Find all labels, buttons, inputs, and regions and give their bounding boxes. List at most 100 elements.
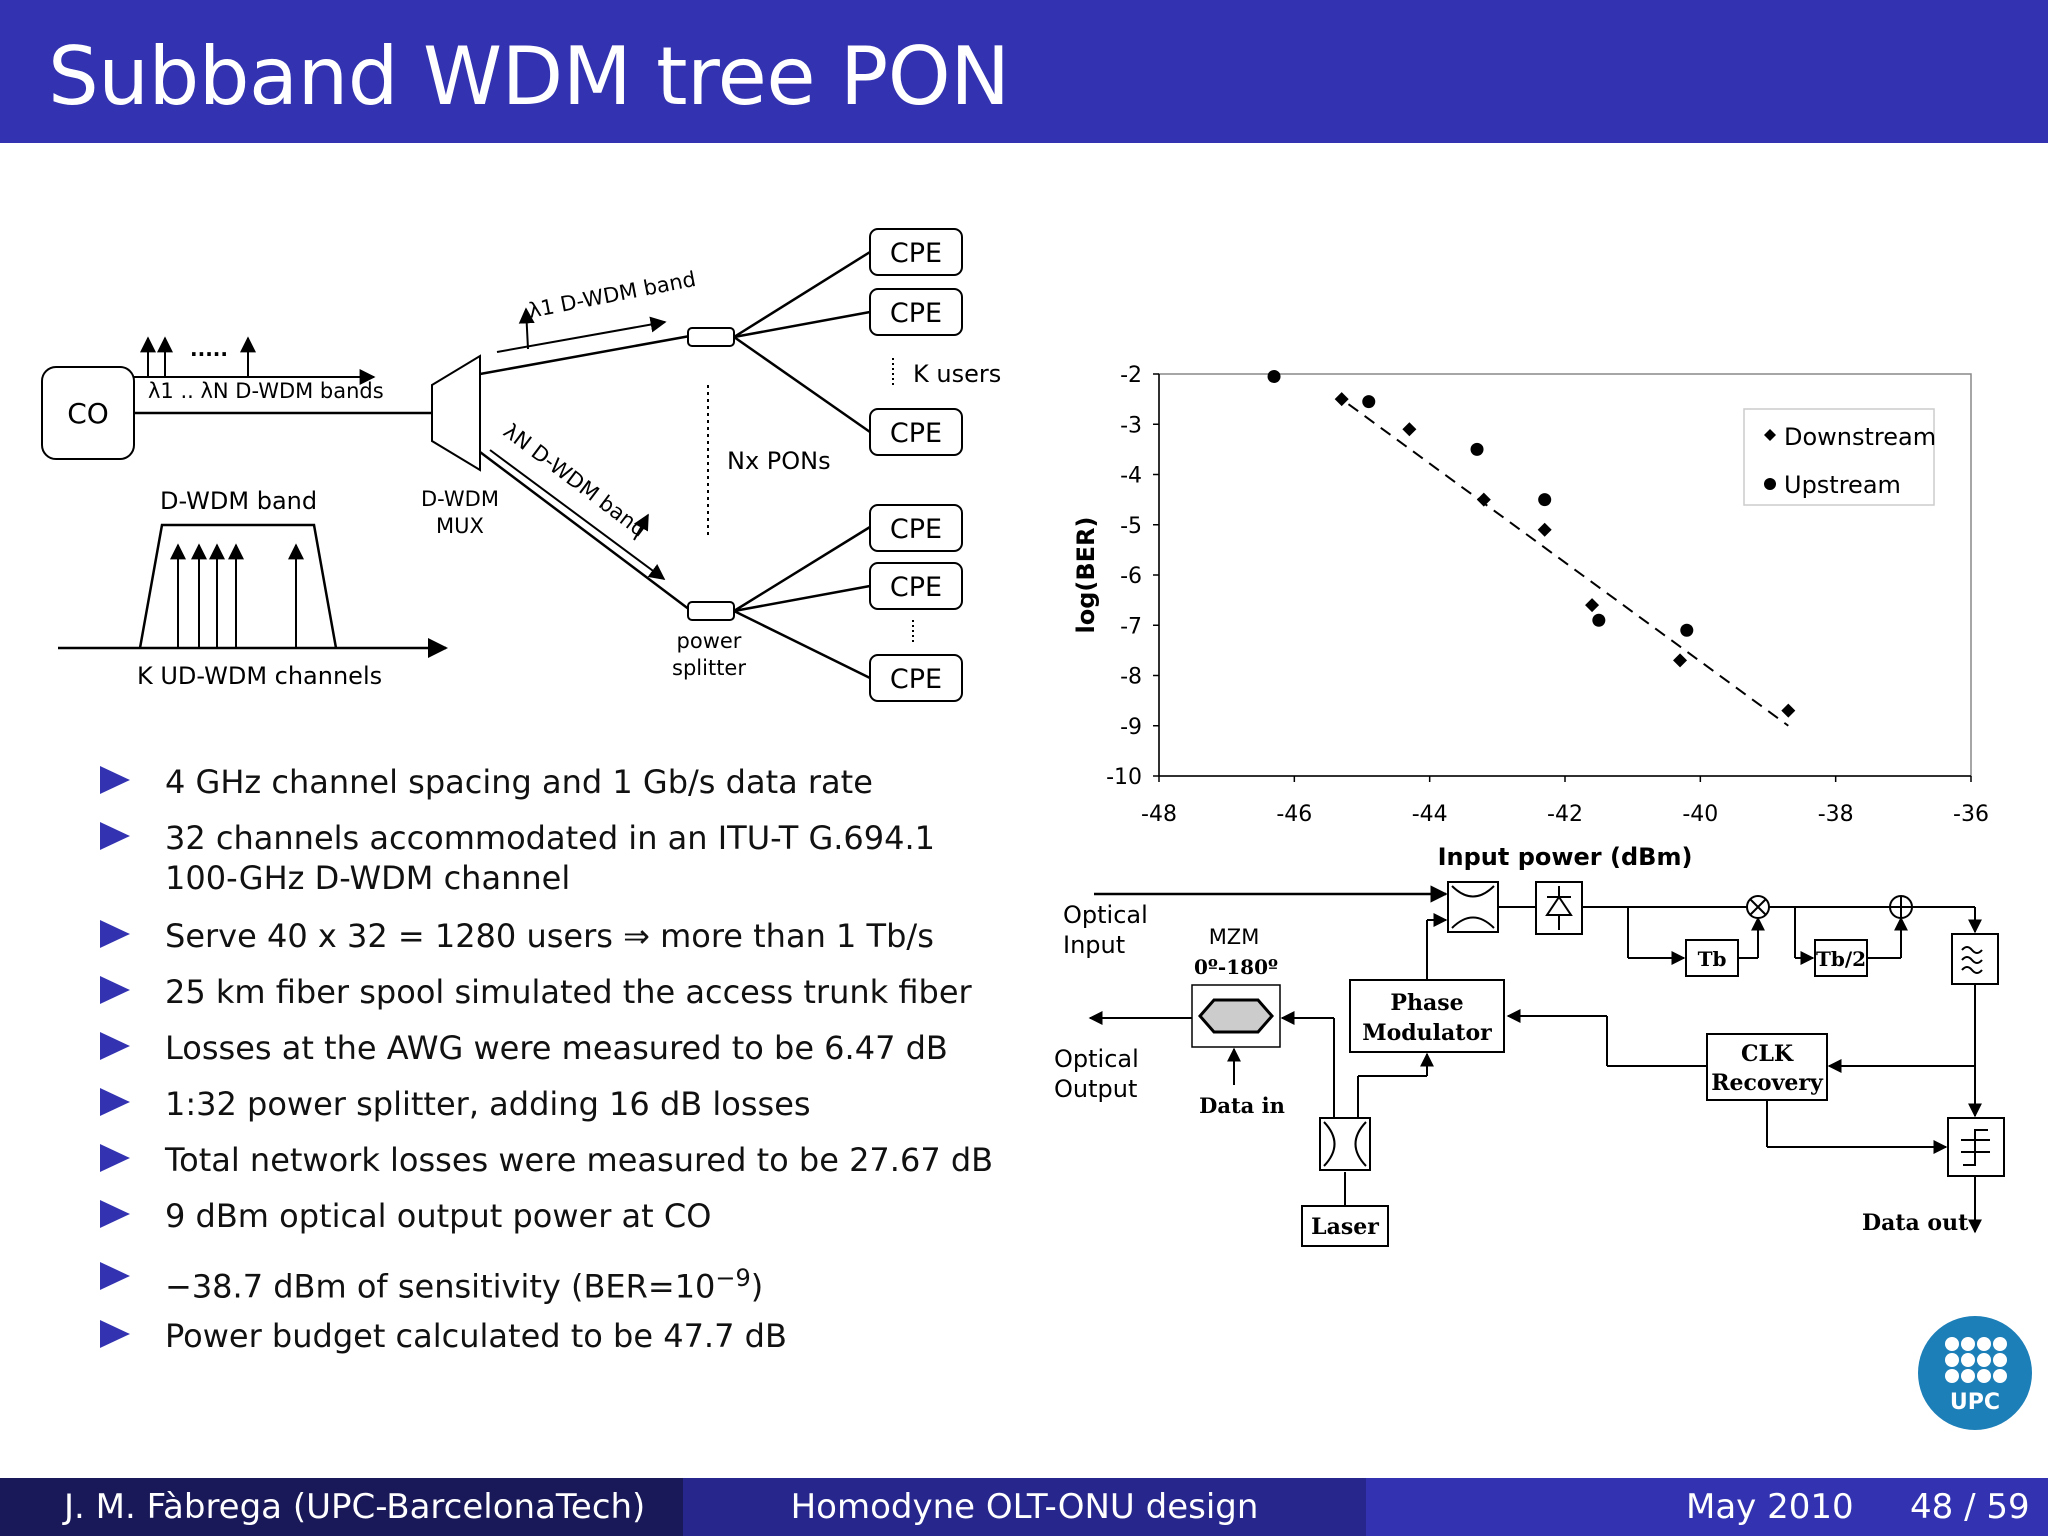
legend-label-downstream: Downstream: [1784, 423, 1936, 451]
legend-circle-icon: [1764, 478, 1776, 490]
cpe-box: [869, 504, 963, 552]
bullet-arrow-icon: [100, 1144, 130, 1172]
bullet-arrow-icon: [100, 1320, 130, 1348]
receiver-block-diagram: Optical Input Tb Tb/2 Data out CLK Recov…: [1054, 881, 2005, 1247]
band-filter-shape: [138, 523, 338, 649]
wdm-bands-label: λ1 .. λN D-WDM bands: [148, 379, 384, 403]
nx-pons-label: Nx PONs: [727, 447, 831, 475]
bullet-arrow-icon: [100, 920, 130, 948]
downstream-point: [1334, 392, 1349, 407]
optical-input-label-line1: Optical: [1063, 901, 1148, 929]
bullet-arrow-icon: [100, 766, 130, 794]
upc-logo: UPC: [1918, 1316, 2032, 1430]
legend-diamond-icon: [1764, 429, 1776, 441]
phase-mod-label-line2: Modulator: [1362, 1020, 1492, 1046]
dwdm-mux: [431, 354, 481, 472]
bullet-line: 100-GHz D-WDM channel: [165, 859, 571, 897]
y-axis-label: log(BER): [1072, 517, 1100, 634]
upstream-point: [1680, 623, 1694, 637]
cpe-label: CPE: [890, 298, 942, 329]
y-tick-label: -9: [1120, 715, 1142, 740]
slide-title: Subband WDM tree PON: [48, 30, 1010, 123]
data-out-label: Data out: [1862, 1210, 1969, 1236]
cpe-label: CPE: [890, 238, 942, 269]
bullet-arrow-icon: [100, 822, 130, 850]
dwdm-band-top-label: λ1 D-WDM band: [526, 267, 697, 323]
cpe-label: CPE: [890, 418, 942, 449]
x-tick-label: -36: [1953, 802, 1989, 827]
cpe-box: [869, 654, 963, 702]
legend-label-upstream: Upstream: [1784, 471, 1901, 499]
laser-label: Laser: [1311, 1214, 1379, 1240]
x-tick-label: -42: [1547, 802, 1583, 827]
data-in-label: Data in: [1199, 1093, 1285, 1118]
downstream-point: [1476, 492, 1491, 507]
footer-bar: J. M. Fàbrega (UPC-BarcelonaTech) Homody…: [0, 1478, 2048, 1536]
upc-logo-mark: UPC: [1945, 1337, 2007, 1415]
downstream-point: [1537, 522, 1552, 537]
downstream-point: [1673, 653, 1688, 668]
phase-mod-label-line1: Phase: [1390, 990, 1463, 1016]
title-bar: Subband WDM tree PON: [0, 0, 2048, 143]
k-users-label: K users: [913, 360, 1001, 388]
mzm-modulator-icon: [1198, 998, 1274, 1034]
y-tick-label: -2: [1120, 363, 1142, 388]
lowpass-filter: [1951, 933, 1999, 985]
band-title: D-WDM band: [160, 487, 317, 515]
x-tick-label: -46: [1276, 802, 1312, 827]
upstream-point: [1362, 395, 1376, 409]
downstream-point: [1585, 598, 1600, 613]
tb-delay-box: [1685, 939, 1739, 977]
optical-output-label-line2: Output: [1054, 1075, 1137, 1103]
cpe-box: [869, 288, 963, 336]
y-tick-label: -4: [1120, 464, 1142, 489]
bullet-arrow-icon: [100, 976, 130, 1004]
upstream-point: [1267, 370, 1281, 384]
footer-right: May 2010 48 / 59: [1366, 1478, 2048, 1536]
x-tick-label: -44: [1412, 802, 1448, 827]
footer-talk-title: Homodyne OLT-ONU design: [683, 1478, 1366, 1536]
logo-text: UPC: [1950, 1390, 2000, 1415]
superscript: −9: [715, 1264, 751, 1292]
laser-box: [1301, 1205, 1389, 1247]
bullet-arrow-icon: [100, 1200, 130, 1228]
splitter-top: [687, 327, 735, 347]
legend-box: [1743, 408, 1935, 506]
x-tick-label: -40: [1682, 802, 1718, 827]
band-caption: K UD-WDM channels: [137, 662, 382, 690]
bullet-line: 32 channels accommodated in an ITU-T G.6…: [165, 819, 936, 857]
cpe-label: CPE: [890, 514, 942, 545]
upstream-point: [1538, 493, 1552, 507]
cpe-box: [869, 228, 963, 276]
y-tick-label: -10: [1106, 765, 1142, 790]
clk-recovery-box: [1706, 1033, 1828, 1101]
upstream-point: [1470, 442, 1484, 456]
cpe-label: CPE: [890, 664, 942, 695]
y-tick-label: -3: [1120, 413, 1142, 438]
tb2-label: Tb/2: [1816, 947, 1866, 971]
x-tick-label: -48: [1141, 802, 1177, 827]
mzm-phase-label: 0º-180º: [1194, 955, 1278, 979]
ber-chart: -48-46-44-42-40-38-36-2-3-4-5-6-7-8-9-10…: [1072, 363, 1989, 871]
mux-label-line1: D-WDM: [421, 487, 499, 511]
bullet-arrow-icon: [100, 1262, 130, 1290]
optical-input-label-line2: Input: [1063, 931, 1125, 959]
cpe-label: CPE: [890, 572, 942, 603]
mux-label-line2: MUX: [436, 514, 484, 538]
co-label: CO: [67, 397, 109, 430]
network-diagram: CO ..... λ1 .. λN D-WDM bands D-WDM MUX …: [41, 228, 1001, 702]
downstream-point: [1402, 422, 1417, 437]
clk-label-line1: CLK: [1741, 1041, 1794, 1067]
y-tick-label: -6: [1120, 564, 1142, 589]
splitter-bottom: [687, 601, 735, 621]
clk-label-line2: Recovery: [1711, 1070, 1824, 1096]
x-tick-label: -38: [1818, 802, 1854, 827]
trendline: [1347, 403, 1789, 727]
cpe-box: [869, 562, 963, 610]
y-tick-label: -7: [1120, 614, 1142, 639]
x-axis-label: Input power (dBm): [1438, 843, 1693, 871]
dots-label: .....: [190, 337, 228, 361]
cpe-box: [869, 408, 963, 456]
y-tick-label: -8: [1120, 665, 1142, 690]
tb-label: Tb: [1698, 947, 1727, 971]
